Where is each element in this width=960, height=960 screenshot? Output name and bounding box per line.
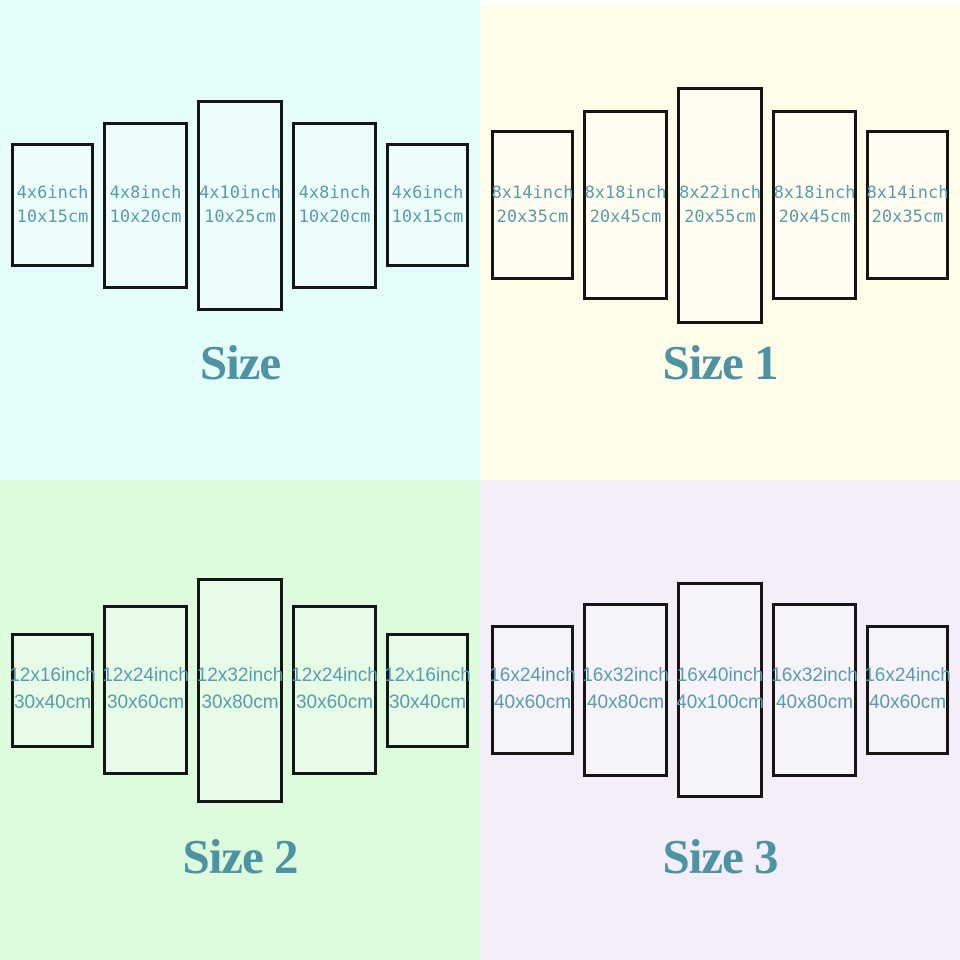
- panel-row: 4x6inch 10x15cm 4x8inch 10x20cm 4x10inch…: [0, 0, 480, 410]
- panel-size-inch: 4x10inch: [199, 182, 281, 203]
- canvas-panel: 8x14inch 20x35cm: [866, 130, 949, 280]
- canvas-panel: 8x22inch 20x55cm: [677, 86, 763, 324]
- panel-size-inch: 16x32inch: [582, 665, 669, 687]
- size-option-size-3: 16x24inch 40x60cm 16x32inch 40x80cm 16x4…: [480, 480, 960, 960]
- canvas-panel: 16x24inch 40x60cm: [864, 625, 951, 755]
- canvas-panel: 12x32inch 30x80cm: [196, 577, 284, 803]
- canvas-panel: 4x10inch 10x25cm: [197, 99, 283, 311]
- panel-size-cm: 20x35cm: [496, 207, 569, 227]
- canvas-panel: 8x18inch 20x45cm: [583, 110, 668, 300]
- panel-size-cm: 10x15cm: [16, 207, 89, 227]
- canvas-panel: 8x14inch 20x35cm: [491, 130, 574, 280]
- size-title: Size 3: [662, 829, 778, 884]
- panel-size-cm: 40x80cm: [775, 692, 854, 713]
- panel-row: 12x16inch 30x40cm 12x24inch 30x60cm 12x3…: [0, 480, 480, 900]
- size-option-size: 4x6inch 10x15cm 4x8inch 10x20cm 4x10inch…: [0, 0, 480, 480]
- panel-size-inch: 16x24inch: [864, 665, 951, 687]
- panel-row: 16x24inch 40x60cm 16x32inch 40x80cm 16x4…: [480, 480, 960, 900]
- panel-size-inch: 8x14inch: [491, 182, 574, 203]
- size-option-size-1: 8x14inch 20x35cm 8x18inch 20x45cm 8x22in…: [480, 0, 960, 480]
- panel-size-inch: 12x24inch: [102, 665, 189, 687]
- panel-size-inch: 8x22inch: [679, 182, 761, 203]
- panel-size-inch: 16x24inch: [489, 665, 576, 687]
- canvas-panel: 12x24inch 30x60cm: [102, 605, 189, 775]
- panel-size-inch: 4x8inch: [298, 182, 371, 203]
- canvas-panel: 4x8inch 10x20cm: [103, 121, 188, 289]
- canvas-panel: 4x6inch 10x15cm: [386, 143, 469, 267]
- panel-size-cm: 30x60cm: [295, 692, 374, 713]
- canvas-panel: 4x8inch 10x20cm: [292, 121, 377, 289]
- panel-size-cm: 30x40cm: [13, 692, 92, 713]
- panel-size-inch: 12x32inch: [196, 665, 284, 687]
- panel-size-inch: 4x8inch: [109, 182, 182, 203]
- size-title: Size: [199, 335, 281, 390]
- size-title: Size 2: [182, 829, 298, 884]
- panel-size-cm: 30x80cm: [201, 692, 279, 713]
- panel-size-cm: 40x100cm: [676, 692, 764, 713]
- panel-size-cm: 20x35cm: [871, 207, 944, 227]
- canvas-panel: 16x32inch 40x80cm: [582, 603, 669, 777]
- panel-size-cm: 10x15cm: [391, 207, 464, 227]
- size-title: Size 1: [662, 335, 778, 390]
- panel-size-inch: 8x14inch: [866, 182, 949, 203]
- canvas-panel: 12x16inch 30x40cm: [384, 632, 471, 748]
- canvas-panel: 12x16inch 30x40cm: [9, 632, 96, 748]
- panel-size-inch: 12x16inch: [9, 665, 96, 687]
- panel-size-inch: 12x24inch: [291, 665, 378, 687]
- panel-size-cm: 20x55cm: [684, 207, 756, 227]
- panel-size-cm: 40x60cm: [493, 692, 572, 713]
- panel-size-inch: 4x6inch: [391, 182, 464, 203]
- panel-size-cm: 30x40cm: [388, 692, 467, 713]
- canvas-panel: 8x18inch 20x45cm: [772, 110, 857, 300]
- size-option-size-2: 12x16inch 30x40cm 12x24inch 30x60cm 12x3…: [0, 480, 480, 960]
- panel-size-cm: 10x20cm: [298, 207, 371, 227]
- canvas-panel: 12x24inch 30x60cm: [291, 605, 378, 775]
- panel-size-cm: 20x45cm: [778, 207, 851, 227]
- canvas-panel: 4x6inch 10x15cm: [11, 143, 94, 267]
- canvas-panel: 16x40inch 40x100cm: [676, 582, 764, 798]
- panel-row: 8x14inch 20x35cm 8x18inch 20x45cm 8x22in…: [480, 0, 960, 410]
- panel-size-inch: 16x32inch: [771, 665, 858, 687]
- canvas-panel: 16x24inch 40x60cm: [489, 625, 576, 755]
- panel-size-cm: 20x45cm: [589, 207, 662, 227]
- panel-size-cm: 40x80cm: [586, 692, 665, 713]
- canvas-panel: 16x32inch 40x80cm: [771, 603, 858, 777]
- panel-size-inch: 8x18inch: [773, 182, 856, 203]
- panel-size-inch: 4x6inch: [16, 182, 89, 203]
- panel-size-inch: 12x16inch: [384, 665, 471, 687]
- panel-size-cm: 10x25cm: [204, 207, 276, 227]
- panel-size-cm: 30x60cm: [106, 692, 185, 713]
- panel-size-inch: 8x18inch: [584, 182, 667, 203]
- panel-size-cm: 10x20cm: [109, 207, 182, 227]
- panel-size-cm: 40x60cm: [868, 692, 947, 713]
- panel-size-inch: 16x40inch: [676, 665, 764, 687]
